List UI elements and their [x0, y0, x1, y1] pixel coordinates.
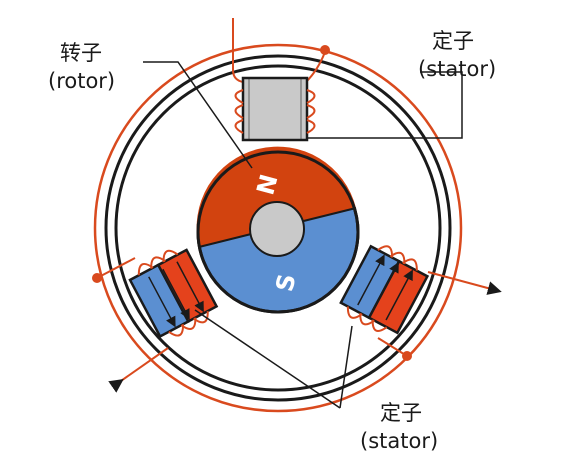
- rotor-label-en: (rotor): [48, 69, 115, 93]
- stator-top-leader-line: [307, 71, 463, 139]
- outer-wire-ring: [93, 43, 463, 413]
- stator-right: [339, 244, 430, 335]
- junction-dot: [320, 45, 330, 55]
- rotor-outline: [196, 150, 360, 314]
- stator-ring-outer: [104, 54, 452, 402]
- junction-dot: [92, 273, 102, 283]
- south-pole-label: S: [271, 271, 302, 294]
- stator-bottom-label-en: (stator): [360, 429, 438, 453]
- stator-bottom-leader-line-1: [194, 309, 341, 409]
- stator-core-top: [241, 76, 309, 142]
- right-lower-lead: [377, 337, 408, 357]
- rotor: N S: [196, 146, 360, 314]
- junction-dot: [402, 351, 412, 361]
- rotor-north-half: [196, 146, 356, 247]
- rotor-label-cn: 转子: [60, 41, 102, 65]
- stator-top-label-en: (stator): [418, 57, 496, 81]
- rotor-leader-line: [143, 61, 253, 169]
- top-right-lead: [305, 51, 326, 83]
- rotor-shaft: [249, 201, 305, 257]
- left-upper-lead: [96, 257, 136, 279]
- left-lead-wire: [108, 347, 169, 393]
- stator-top: [234, 76, 316, 142]
- top-lead-wire: [232, 18, 244, 83]
- stator-bottom-label-cn: 定子: [380, 401, 422, 425]
- stator-top-label-cn: 定子: [432, 29, 474, 53]
- right-lead-wire: [427, 271, 502, 295]
- stator-ring-inner: [114, 64, 442, 392]
- stator-left: [128, 248, 219, 339]
- stator-bottom-leader-line-2: [339, 325, 353, 409]
